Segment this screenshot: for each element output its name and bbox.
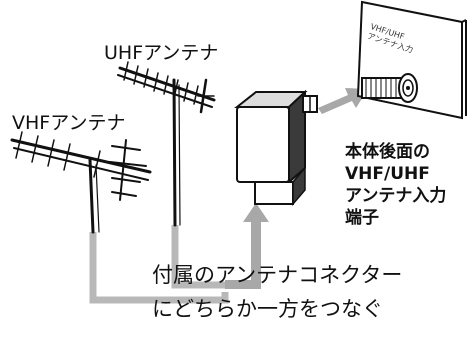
antenna-input-label: 本体後面の VHF/UHF アンテナ入力 端子 <box>345 141 446 229</box>
antenna-input-label-line: VHF/UHF <box>345 164 430 184</box>
caption-line: にどちらか一方をつなぐ <box>152 297 383 321</box>
vhf-antenna-label: VHFアンテナ <box>12 112 126 134</box>
antenna-input-label-line: アンテナ入力 <box>345 186 447 206</box>
caption-line: 付属のアンテナコネクター <box>152 263 403 287</box>
antenna-input-label-line: 端子 <box>345 208 379 228</box>
connection-caption: 付属のアンテナコネクター にどちらか一方をつなぐ <box>152 258 402 326</box>
vhf-antenna-icon <box>10 131 152 234</box>
uhf-cable <box>171 225 228 289</box>
arrow-right-icon <box>318 88 368 114</box>
uhf-antenna-icon <box>117 61 216 227</box>
arrow-up-icon <box>225 203 269 289</box>
antenna-connector-icon <box>234 89 318 207</box>
uhf-antenna-label: UHFアンテナ <box>104 42 219 64</box>
antenna-input-label-line: 本体後面の <box>345 142 430 162</box>
vhf-cable <box>89 232 229 304</box>
antenna-input-port-icon <box>356 0 467 120</box>
